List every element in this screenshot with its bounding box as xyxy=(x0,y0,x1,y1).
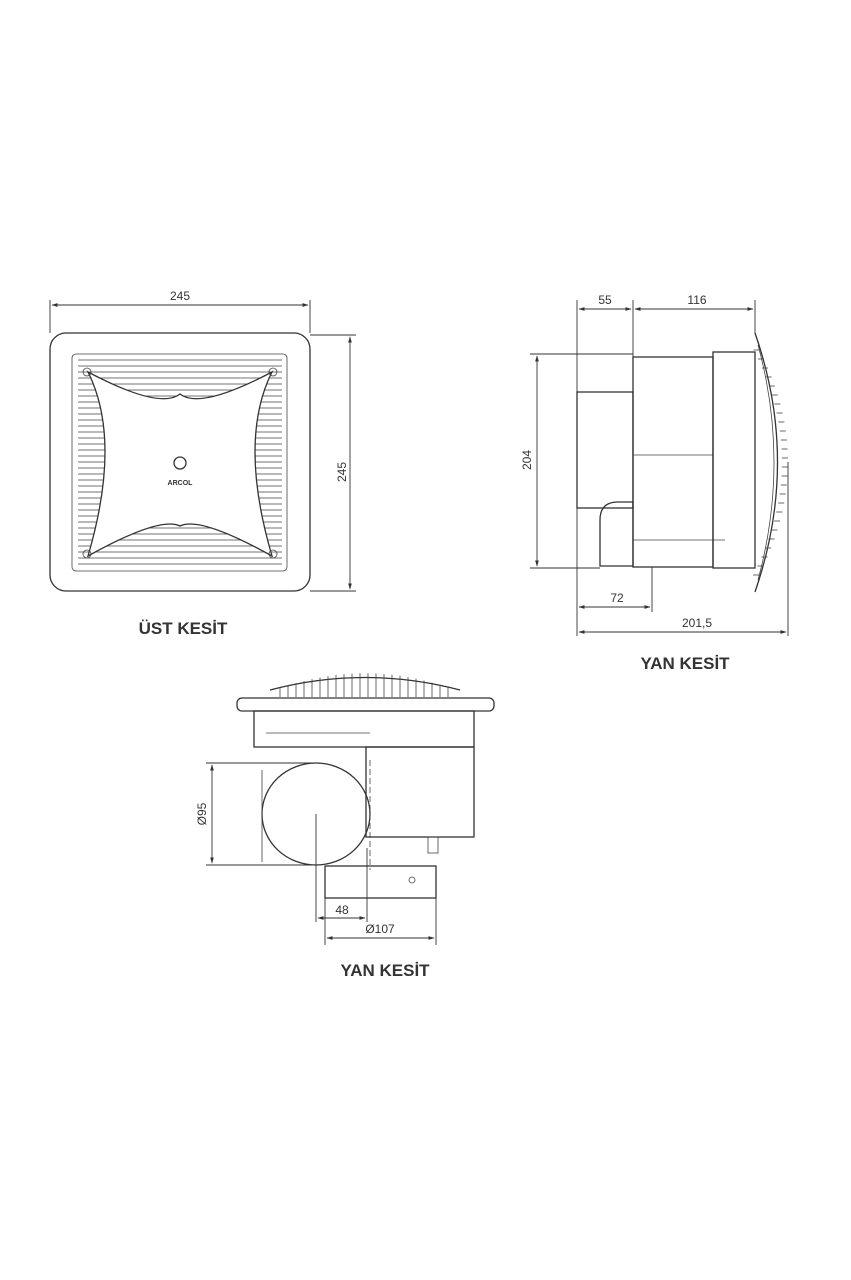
top-view-caption: ÜST KESİT xyxy=(139,619,228,638)
duct-collar xyxy=(576,391,634,509)
brand-logo: ARCOL xyxy=(168,480,194,487)
flange xyxy=(236,697,495,712)
housing xyxy=(253,710,475,748)
duct-elbow xyxy=(599,501,634,567)
motor-body xyxy=(632,356,714,568)
dim-116-label: 116 xyxy=(687,293,706,307)
top-view: ARCOL 245 245 ÜST KESİT xyxy=(49,289,356,638)
dim-204-label: 204 xyxy=(520,450,534,470)
side-view-2: Ø95 48 Ø107 YAN KESİT xyxy=(195,673,495,980)
dim-55-label: 55 xyxy=(598,293,612,307)
x-panel xyxy=(86,370,274,558)
side-view-1: 55 116 204 72 201,5 YAN KESİT xyxy=(520,293,789,673)
grille-top xyxy=(269,676,461,691)
grille-dome xyxy=(754,332,779,593)
dim-d95-label: Ø95 xyxy=(195,802,209,825)
width-dimension-label: 245 xyxy=(170,289,190,303)
top-view-outer-frame xyxy=(49,332,311,592)
side-view-2-caption: YAN KESİT xyxy=(340,961,430,980)
housing-rim xyxy=(712,351,756,569)
motor-block xyxy=(365,746,475,838)
dim-48-label: 48 xyxy=(335,903,349,917)
top-view-inner-frame xyxy=(71,353,288,572)
screw-holes xyxy=(82,367,278,559)
side-view-1-caption: YAN KESİT xyxy=(640,654,730,673)
dim-201-label: 201,5 xyxy=(682,616,712,630)
dim-d107-label: Ø107 xyxy=(365,922,395,936)
height-dimension-label: 245 xyxy=(335,462,349,482)
bracket xyxy=(324,865,437,899)
indicator-light-icon xyxy=(173,456,187,470)
dim-72-label: 72 xyxy=(610,591,624,605)
